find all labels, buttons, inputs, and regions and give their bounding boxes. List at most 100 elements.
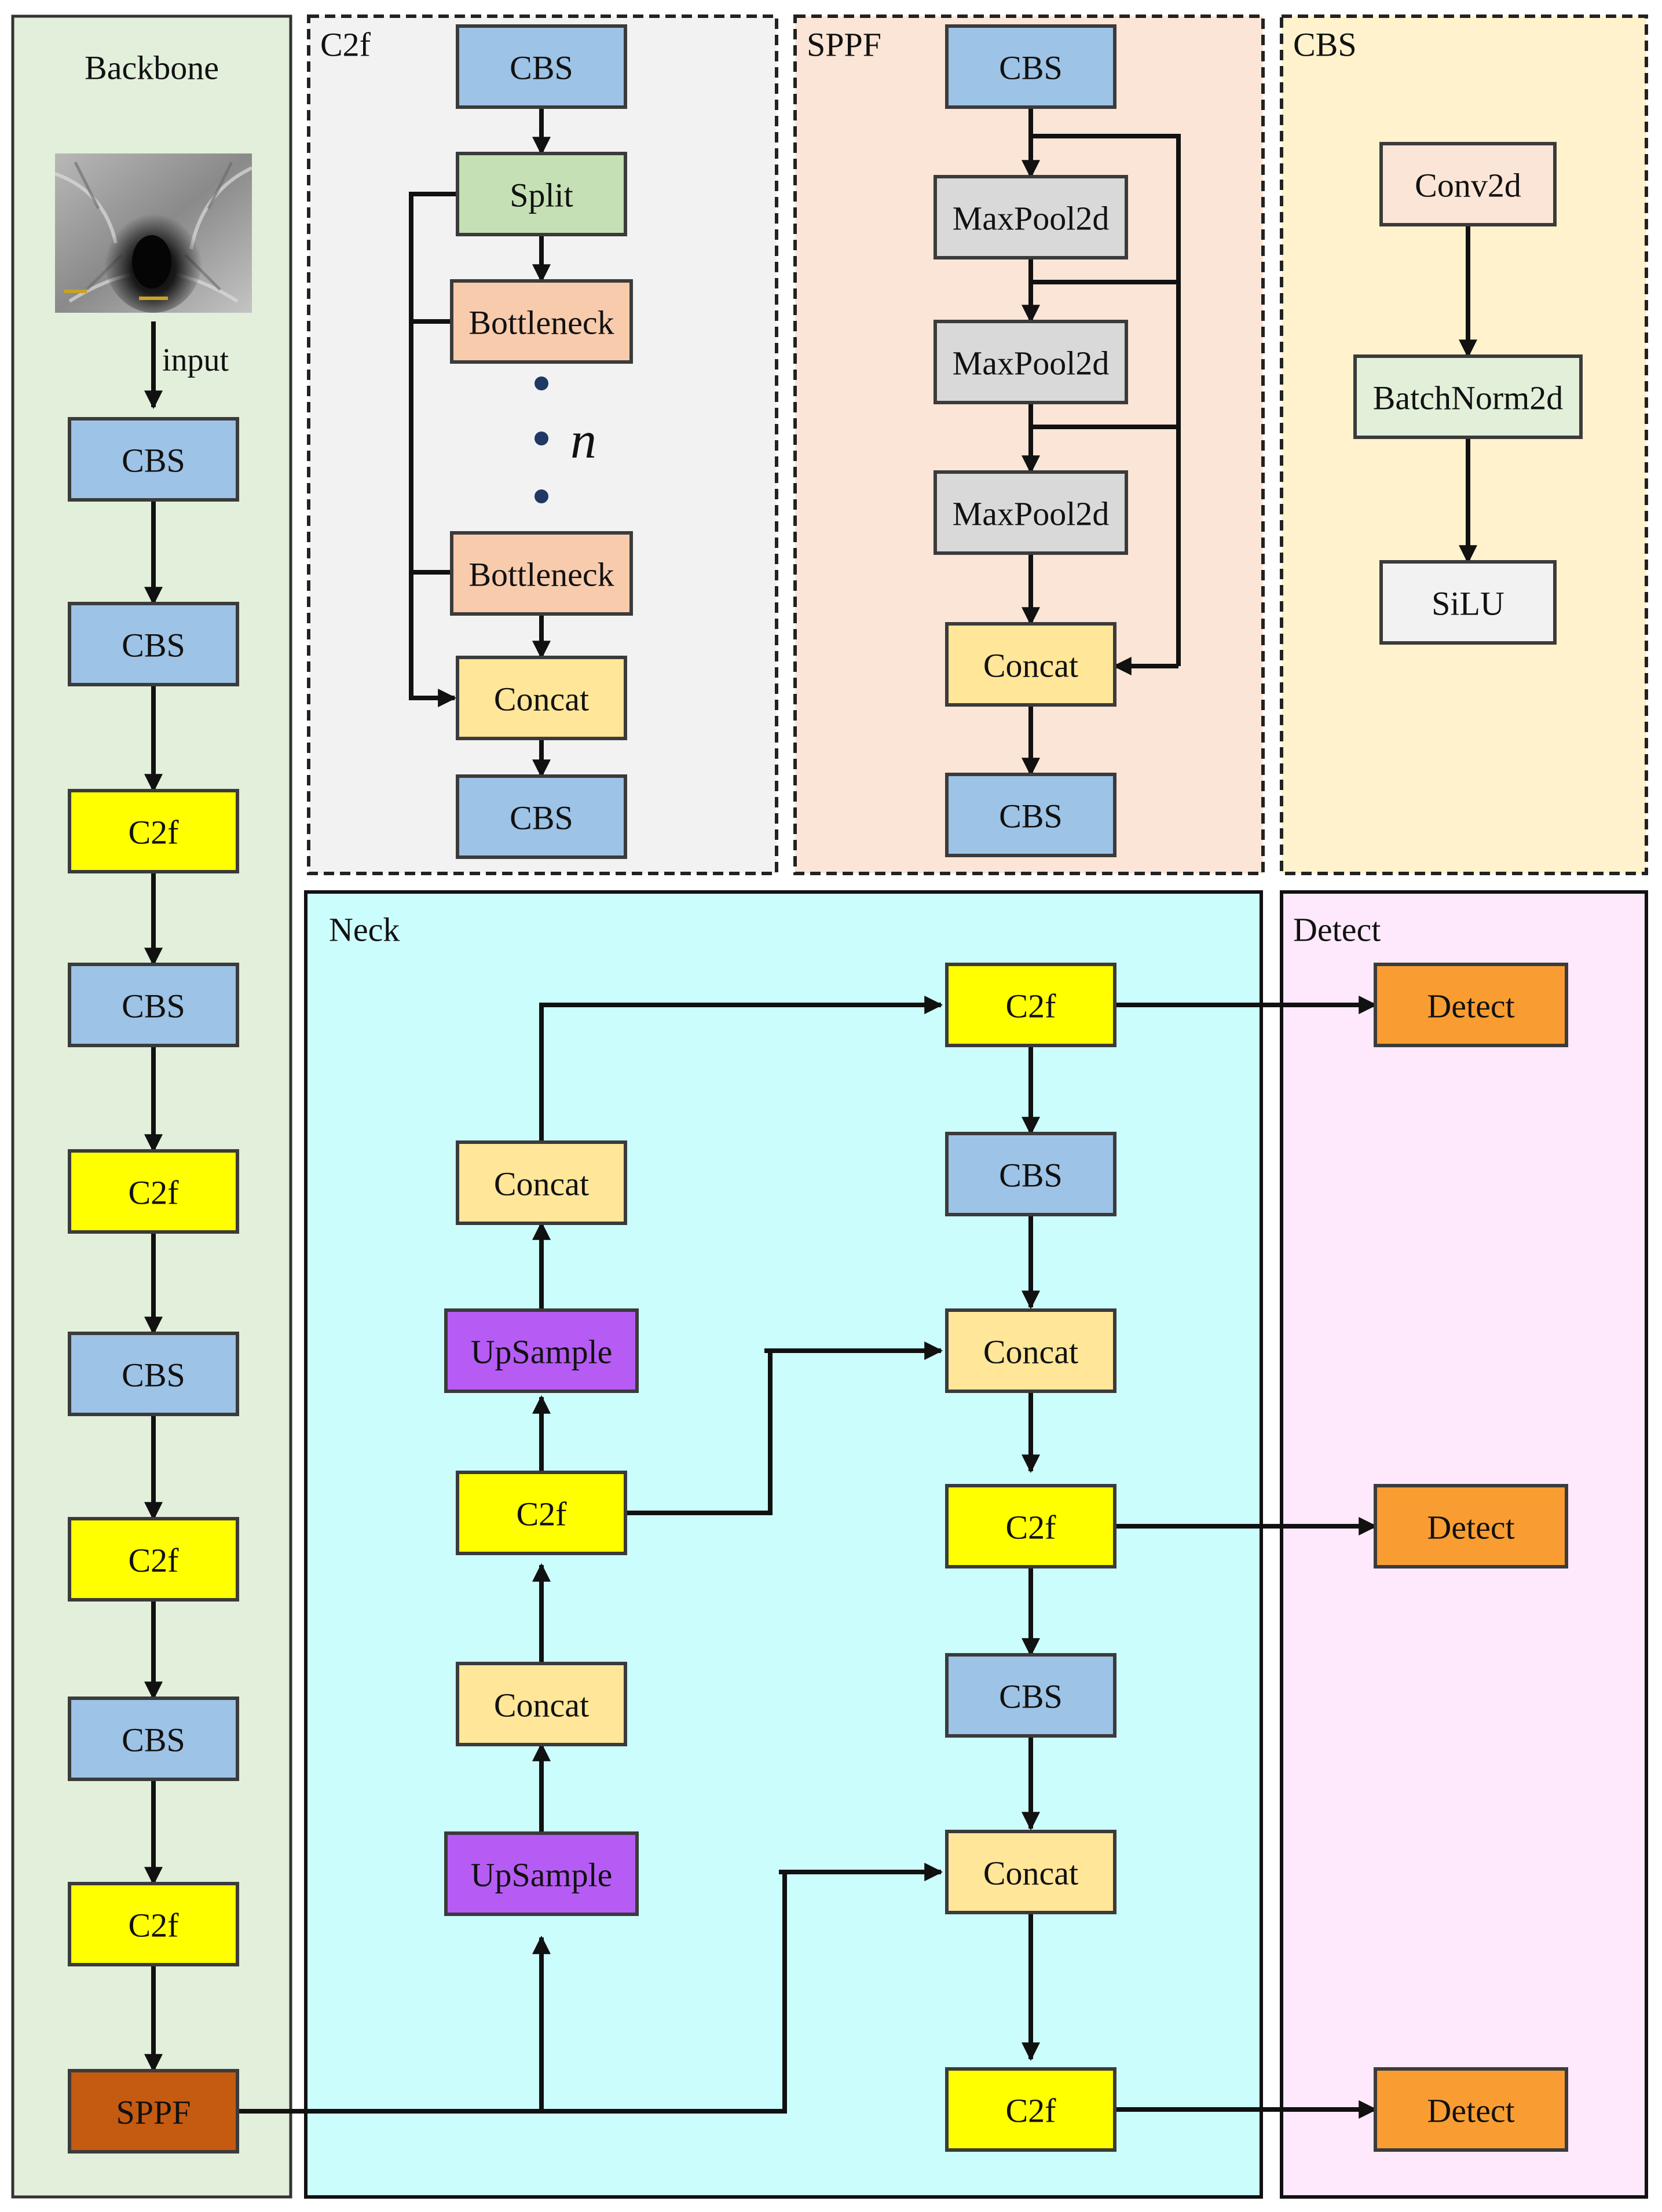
detect2-label: Detect [1427, 1509, 1514, 1546]
bb-cbs1-block: CBS [68, 417, 239, 502]
detect3-block: Detect [1374, 2067, 1568, 2152]
neck-concat-b-block: Concat [456, 1662, 627, 1746]
bb-cbs3-label: CBS [122, 988, 185, 1025]
bb-cbs4-label: CBS [122, 1357, 185, 1394]
sppf-cbs-bottom-block: CBS [945, 773, 1116, 857]
neck-c2f-r3-label: C2f [1006, 2092, 1057, 2130]
bb-cbs4-block: CBS [68, 1332, 239, 1416]
neck-concat-r2-label: Concat [983, 1855, 1078, 1892]
arrows [144, 107, 1477, 2119]
detect2-block: Detect [1374, 1484, 1568, 1568]
neck-concat-a-label: Concat [494, 1165, 589, 1203]
bb-cbs3-box [68, 963, 239, 1047]
neck-concat-r2-box [945, 1830, 1116, 1914]
sppf-maxpool3-block: MaxPool2d [933, 470, 1128, 555]
repeat-count-label: n [570, 412, 596, 469]
bb-cbs5-block: CBS [68, 1697, 239, 1781]
neck-cbs-r1-block: CBS [945, 1132, 1116, 1216]
neck-c2f-left-block: C2f [456, 1471, 627, 1555]
c2f-panel-title: C2f [320, 26, 371, 64]
c2f-bottleneck1-box [450, 279, 633, 364]
neck-concat-b-label: Concat [494, 1687, 589, 1724]
c2f-bottleneck2-block: Bottleneck [450, 531, 633, 616]
c2f-bottleneck2-label: Bottleneck [468, 556, 614, 594]
detect1-block: Detect [1374, 963, 1568, 1047]
neck-c2f-left-label: C2f [517, 1496, 568, 1533]
bb-c2f2-block: C2f [68, 1149, 239, 1234]
sppf-cbs-bottom-box [945, 773, 1116, 857]
bb-cbs1-box [68, 417, 239, 502]
neck-concat-a-block: Concat [456, 1140, 627, 1225]
neck-concat-a-box [456, 1140, 627, 1225]
sppf-cbs-top-box [945, 24, 1116, 109]
repeat-dot [535, 489, 548, 503]
neck-c2f-left-box [456, 1471, 627, 1555]
bb-sppf-box [68, 2069, 239, 2153]
bb-c2f2-box [68, 1149, 239, 1234]
c2f-bottleneck1-label: Bottleneck [468, 304, 614, 342]
neck-concat-r1-box [945, 1308, 1116, 1393]
neck-cbs-r2-box [945, 1653, 1116, 1738]
c2f-repeat-marker: n [535, 376, 596, 503]
bb-c2f3-label: C2f [129, 1542, 180, 1580]
bb-c2f3-block: C2f [68, 1517, 239, 1602]
cbs-silu-box [1379, 560, 1557, 645]
c2f-split-block: Split [456, 152, 627, 236]
sppf-cbs-top-block: CBS [945, 24, 1116, 109]
c2f-cbs-bottom-label: CBS [510, 799, 573, 837]
sppf-maxpool3-box [933, 470, 1128, 555]
detect-panel-title: Detect [1293, 911, 1381, 949]
backbone-title: Backbone [85, 49, 219, 87]
sppf-concat-block: Concat [945, 622, 1116, 707]
c2f-bottleneck1-block: Bottleneck [450, 279, 633, 364]
neck-c2f-r1-box [945, 963, 1116, 1047]
detect2-box [1374, 1484, 1568, 1568]
neck-cbs-r2-label: CBS [999, 1678, 1063, 1716]
c2f-split-label: Split [510, 177, 573, 214]
bb-sppf-block: SPPF [68, 2069, 239, 2153]
c2f-cbs-top-label: CBS [510, 49, 573, 87]
bb-cbs1-label: CBS [122, 442, 185, 480]
neck-c2f-r3-block: C2f [945, 2067, 1116, 2152]
sppf-maxpool2-label: MaxPool2d [953, 345, 1110, 382]
bb-sppf-label: SPPF [116, 2094, 191, 2131]
c2f-cbs-bottom-box [456, 774, 627, 859]
neck-c2f-left-branch [625, 1351, 773, 1515]
neck-c2f-r2-box [945, 1484, 1116, 1568]
c2f-cbs-top-block: CBS [456, 24, 627, 109]
neck-c2f-r1-label: C2f [1006, 988, 1057, 1025]
bb-cbs4-box [68, 1332, 239, 1416]
neck-upsample-b-label: UpSample [471, 1856, 613, 1894]
sppf-concat-label: Concat [983, 647, 1078, 685]
neck-panel-title: Neck [329, 911, 400, 949]
c2f-concat-label: Concat [494, 681, 589, 718]
neck-concat-b-box [456, 1662, 627, 1746]
neck-cbs-r1-box [945, 1132, 1116, 1216]
neck-concat-r2-block: Concat [945, 1830, 1116, 1914]
cbs-conv2d-block: Conv2d [1379, 142, 1557, 226]
bb-c2f1-box [68, 789, 239, 873]
detect1-label: Detect [1427, 988, 1514, 1025]
detect1-box [1374, 963, 1568, 1047]
neck-c2f-r3-box [945, 2067, 1116, 2152]
neck-upsample-b-box [444, 1831, 639, 1916]
c2f-bottleneck2-box [450, 531, 633, 616]
cbs-conv2d-label: Conv2d [1415, 167, 1521, 204]
neck-upsample-a-label: UpSample [471, 1333, 613, 1371]
bb-c2f2-label: C2f [129, 1174, 180, 1212]
bb-cbs3-block: CBS [68, 963, 239, 1047]
sppf-cbs-top-label: CBS [999, 49, 1063, 87]
neck-upsample-a-block: UpSample [444, 1308, 639, 1393]
cbs-panel-title: CBS [1293, 26, 1357, 64]
sppf-concat-box [945, 622, 1116, 707]
cbs-silu-label: SiLU [1432, 585, 1504, 623]
input-label: input [162, 342, 229, 378]
sppf-panel-title: SPPF [807, 26, 881, 64]
sppf-cbs-bottom-label: CBS [999, 798, 1063, 835]
c2f-cbs-top-box [456, 24, 627, 109]
neck-c2f-r2-label: C2f [1006, 1509, 1057, 1546]
bb-cbs5-box [68, 1697, 239, 1781]
neck-c2f-r2-block: C2f [945, 1484, 1116, 1568]
sppf-maxpool1-box [933, 175, 1128, 259]
